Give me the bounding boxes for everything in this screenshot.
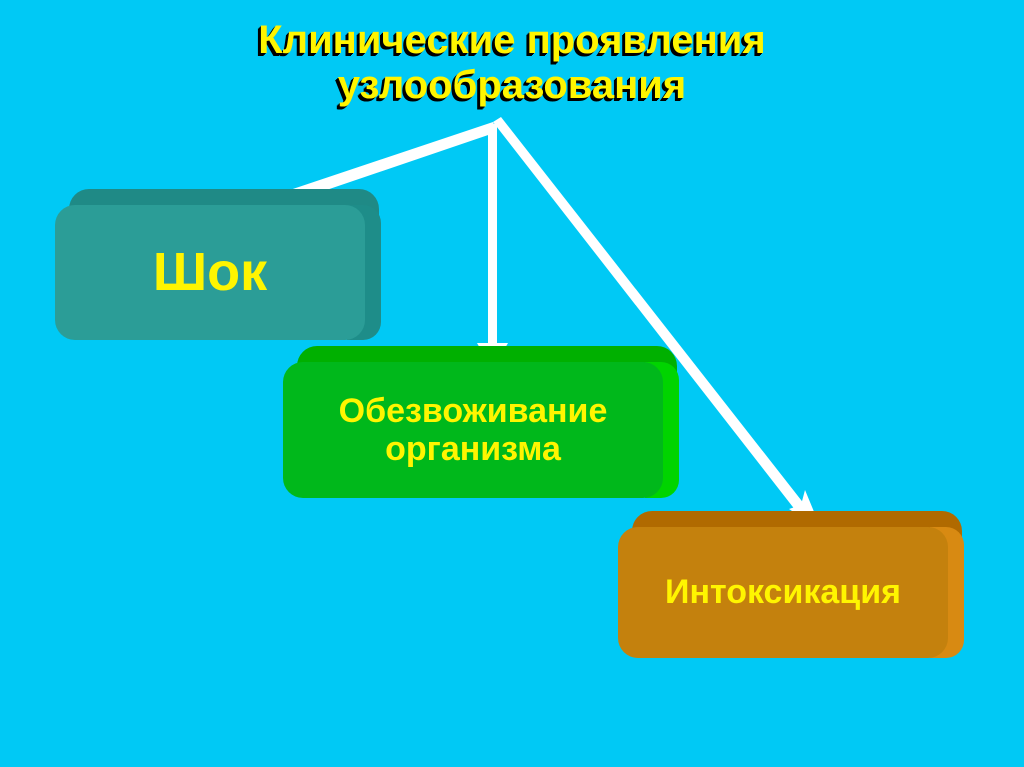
box-dehydration-label: Обезвоживание организма — [338, 391, 608, 468]
box-intoxication-label: Интоксикация — [665, 573, 901, 612]
arrow-to-dehydration — [477, 124, 508, 370]
box-shock-front-face: Шок — [55, 205, 365, 340]
box-shock-label: Шок — [152, 242, 268, 303]
box-intoxication-front-face: Интоксикация — [618, 527, 948, 658]
box-dehydration[interactable]: Обезвоживание организма — [283, 346, 679, 498]
box-intoxication[interactable]: Интоксикация — [618, 511, 964, 658]
box-dehydration-front-face: Обезвоживание организма — [283, 362, 663, 498]
box-shock[interactable]: Шок — [55, 189, 381, 340]
